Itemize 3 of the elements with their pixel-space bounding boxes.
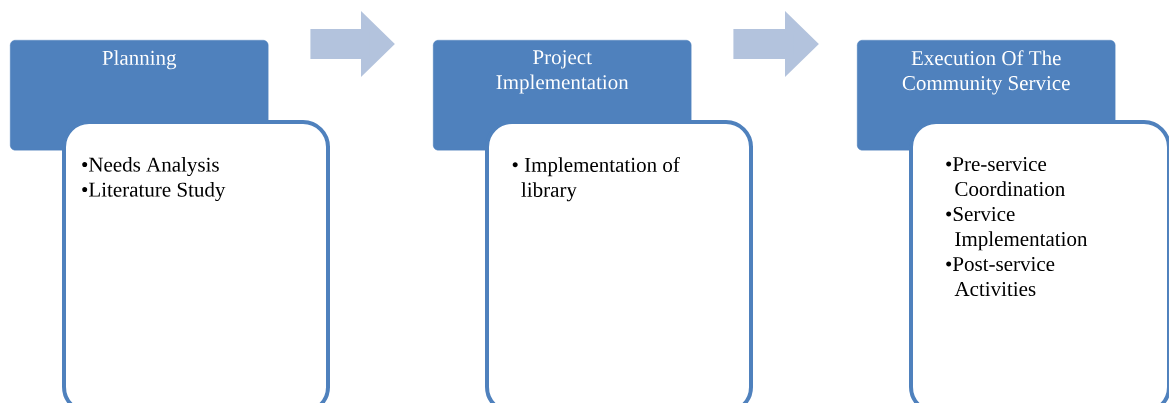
task-list-box: •Needs Analysis •Literature Study <box>62 120 330 403</box>
task-list-box: • Implementation of library <box>485 120 753 403</box>
task-list-box: •Pre-service Coordination •Service Implementation •Post-service Activities <box>909 120 1169 403</box>
